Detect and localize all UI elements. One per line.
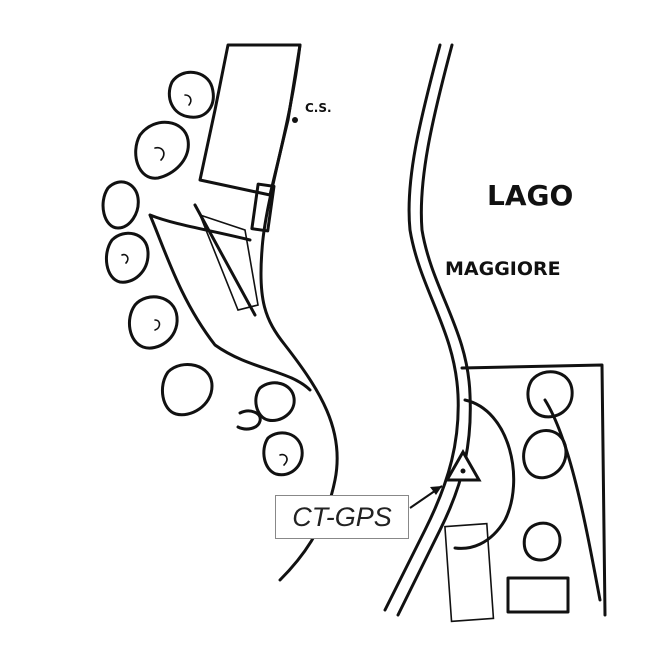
tree-marks <box>121 94 288 466</box>
hatched-building-top <box>198 43 302 197</box>
bushes-left <box>101 71 304 477</box>
lake-name-line1: LAGO <box>487 179 573 212</box>
cs-marker-label: C.S. <box>305 101 332 115</box>
triangle-marker-icon[interactable] <box>444 448 482 482</box>
cs-marker-dot <box>292 117 298 123</box>
small-hatched-box <box>250 182 276 233</box>
station-label[interactable]: CT-GPS <box>275 495 409 539</box>
bushes-right <box>522 370 574 562</box>
label-arrow <box>409 485 443 509</box>
lake-name-line2: MAGGIORE <box>445 258 561 280</box>
